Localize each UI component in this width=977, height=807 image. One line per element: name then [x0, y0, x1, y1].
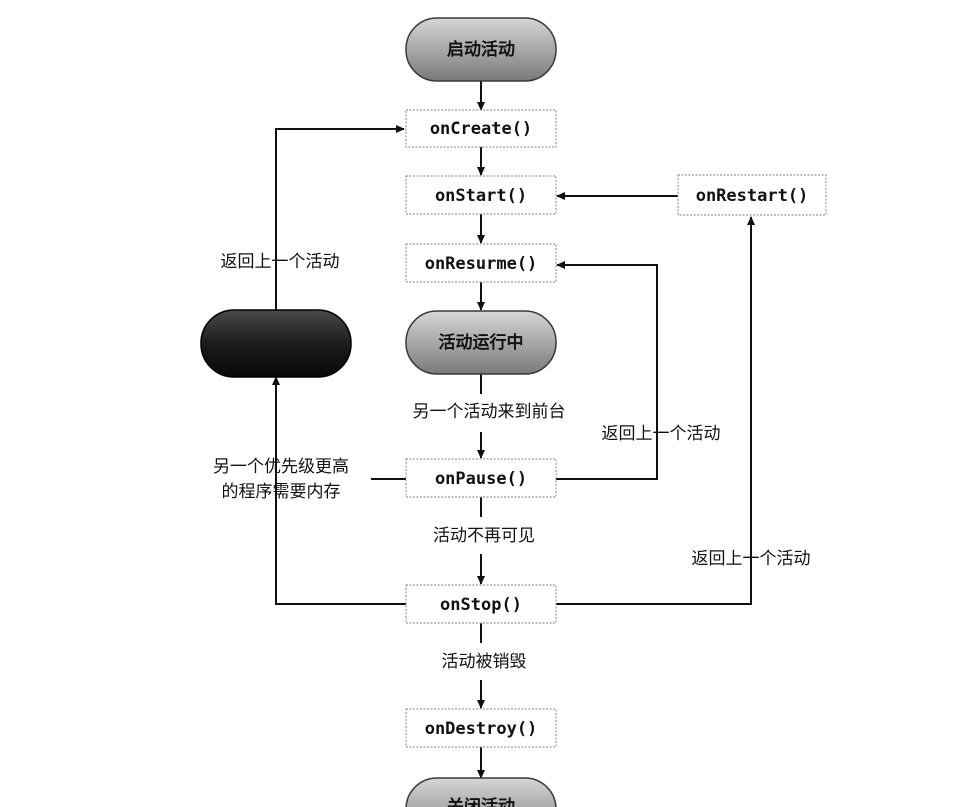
- node-on-pause: onPause(): [405, 458, 557, 498]
- node-killed: [200, 309, 352, 378]
- node-on-pause-label: onPause(): [435, 469, 527, 489]
- label-another-to-front: 另一个活动来到前台: [413, 402, 566, 422]
- node-shutdown-label: 关闭活动: [447, 796, 515, 807]
- node-running-label: 活动运行中: [439, 332, 524, 353]
- node-running: 活动运行中: [405, 310, 557, 375]
- label-memory-line1: 另一个优先级更高: [213, 457, 349, 477]
- node-on-stop-label: onStop(): [440, 595, 522, 615]
- label-destroyed: 活动被销毁: [442, 652, 527, 672]
- label-back-to-create: 返回上一个活动: [221, 252, 340, 272]
- edges: [271, 81, 756, 779]
- node-start-label: 启动活动: [447, 39, 515, 60]
- edge-stop-to-killed: [271, 376, 406, 605]
- node-on-restart: onRestart(): [677, 174, 827, 216]
- edge-labels: 返回上一个活动 另一个活动来到前台 返回上一个活动 另一个优先级更高 的程序需要…: [213, 252, 811, 672]
- label-memory-line2: 的程序需要内存: [222, 482, 341, 502]
- node-on-resume: onResurme(): [405, 243, 557, 283]
- label-back-to-resume: 返回上一个活动: [602, 424, 721, 444]
- edge-killed-to-create: [275, 124, 405, 310]
- edge-stop-to-restart: [556, 216, 756, 605]
- label-back-to-restart: 返回上一个活动: [692, 549, 811, 569]
- node-on-start-label: onStart(): [435, 186, 527, 206]
- node-on-destroy-label: onDestroy(): [425, 719, 538, 739]
- label-not-visible: 活动不再可见: [433, 526, 535, 546]
- node-on-start: onStart(): [405, 175, 557, 215]
- node-start: 启动活动: [405, 17, 557, 82]
- node-on-resume-label: onResurme(): [425, 254, 538, 274]
- node-on-restart-label: onRestart(): [696, 186, 809, 206]
- node-on-destroy: onDestroy(): [405, 708, 557, 748]
- edge-pause-to-resume: [556, 260, 658, 480]
- node-shutdown: 关闭活动: [405, 777, 557, 807]
- node-on-stop: onStop(): [405, 584, 557, 624]
- node-on-create-label: onCreate(): [430, 119, 532, 139]
- node-on-create: onCreate(): [405, 109, 557, 148]
